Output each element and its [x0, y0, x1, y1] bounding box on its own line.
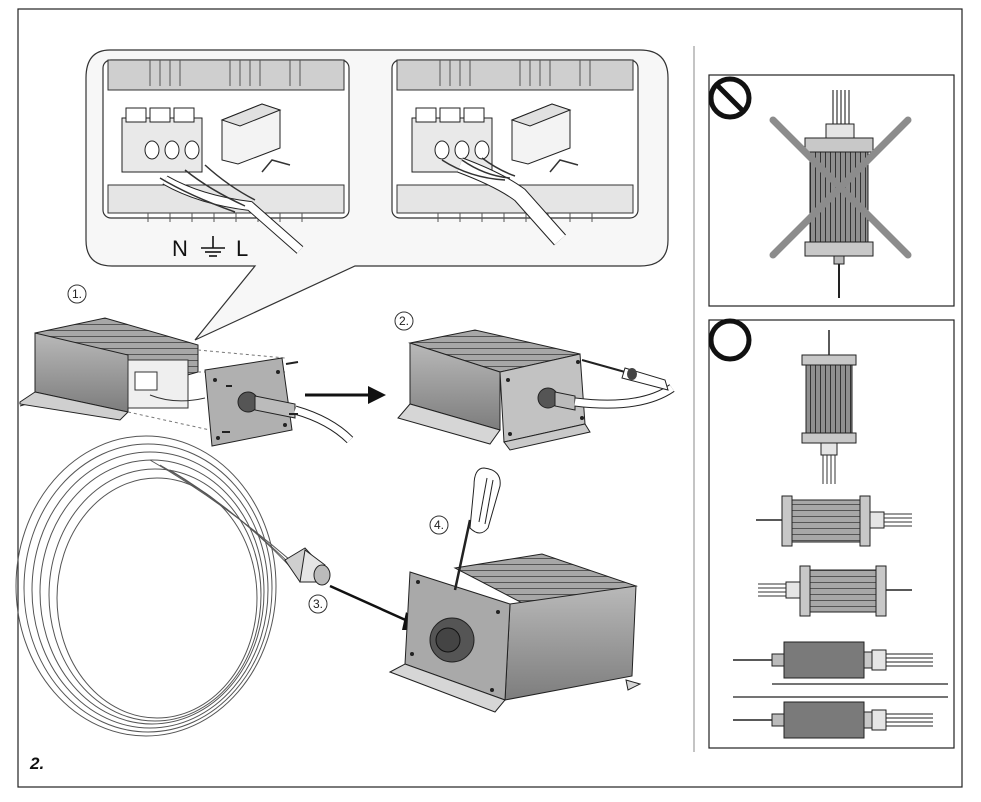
step-4-fix-screw: 4.	[388, 467, 642, 713]
line-label: L	[236, 236, 248, 261]
orientation-horizontal-cable-right	[756, 495, 912, 547]
figure-number: 2.	[29, 754, 44, 773]
step-1-label: 1.	[72, 287, 82, 301]
device-cable-up	[804, 90, 874, 298]
arrow-step-1-to-2	[305, 386, 386, 404]
terminal-closeup-open	[102, 59, 350, 254]
neutral-label: N	[172, 236, 188, 261]
earth-ground-icon	[201, 236, 225, 257]
step-1-open-housing: 1.	[19, 284, 354, 447]
step-2-label: 2.	[399, 314, 409, 328]
step-3-fiber-cable: 3.	[15, 435, 426, 737]
prohibited-icon	[708, 76, 752, 120]
allowed-circle-icon	[708, 318, 752, 362]
orientation-flat-cable-right	[733, 641, 948, 685]
terminal-closeup-connected	[391, 59, 639, 246]
wiring-callout: N L	[85, 49, 669, 341]
cross-icon	[769, 116, 912, 259]
mounting-correct-panel	[708, 318, 955, 749]
step-4-label: 4.	[434, 518, 444, 532]
orientation-vertical-cable-down	[801, 330, 857, 484]
step-3-label: 3.	[313, 597, 323, 611]
orientation-horizontal-cable-left	[758, 565, 912, 617]
outer-frame	[17, 8, 963, 788]
step-2-closed-housing: 2.	[394, 311, 675, 451]
mounting-wrong-panel	[708, 74, 955, 307]
orientation-flat-under-surface	[733, 696, 948, 739]
